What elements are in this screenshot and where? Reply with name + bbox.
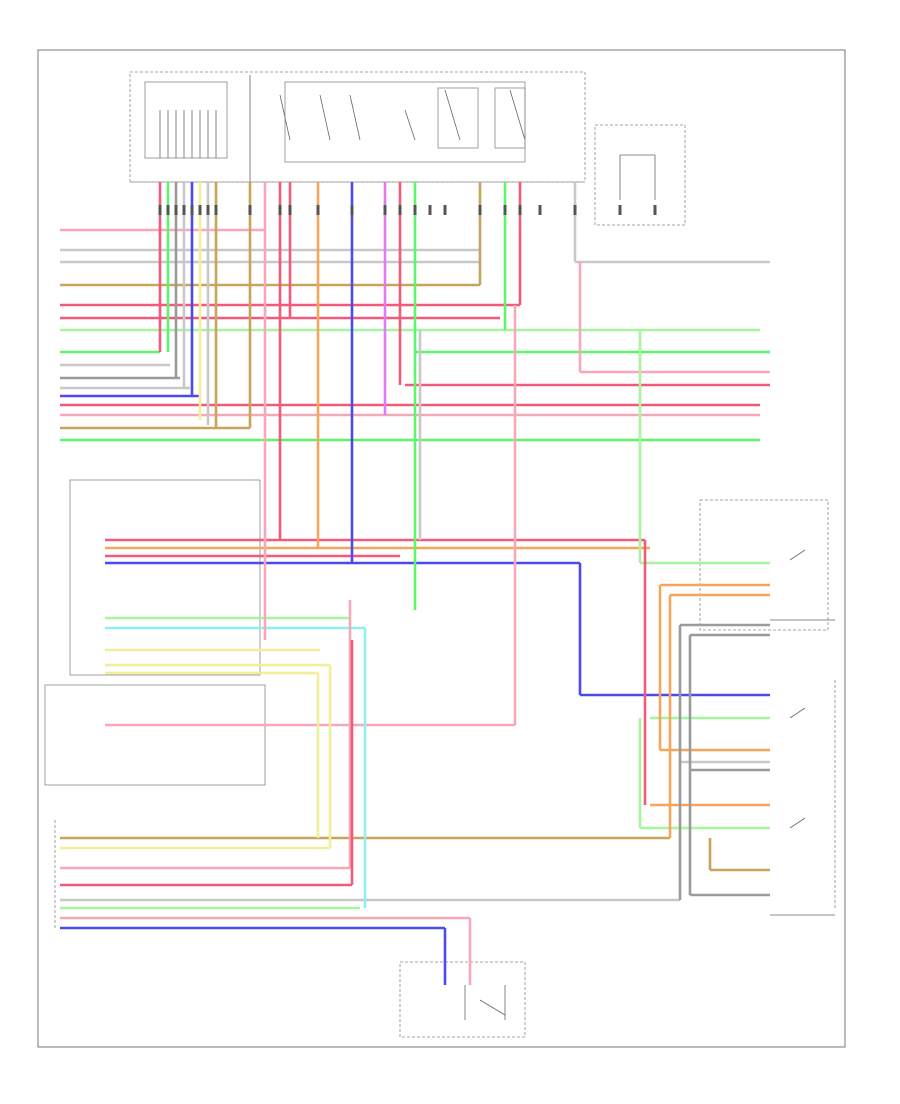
connector-pin-23 [573,205,577,215]
connector-pin-11 [288,205,292,215]
bottom-switch-contacts [464,985,506,1020]
connector-pin-24 [618,205,622,215]
connector-pin-22 [538,205,542,215]
connector-pin-18 [443,205,447,215]
horizontal-wire-group [60,228,770,930]
ecm-connector-box [69,479,261,676]
connector-pin-5 [190,205,194,215]
connector-pin-14 [383,205,387,215]
connector-pin-16 [413,205,417,215]
fuse-relay-block [129,71,686,226]
connector-pin-6 [198,205,202,215]
connector-pin-13 [350,205,354,215]
connector-pin-25 [653,205,657,215]
steering-switch-box [44,684,266,786]
connector-pin-12 [316,205,320,215]
connector-pin-21 [518,205,522,215]
connector-pin-20 [503,205,507,215]
connector-pin-9 [248,205,252,215]
bottom-switch-module [399,961,526,1038]
vertical-wire-group [158,182,712,985]
connector-pin-1 [158,205,162,215]
right-switch-contacts [770,549,835,916]
connector-pin-4 [182,205,186,215]
connector-pin-8 [214,205,218,215]
connector-pin-7 [206,205,210,215]
right-switch-module [699,499,829,631]
connector-pin-2 [166,205,170,215]
diagram-frame [37,49,846,1048]
connector-pin-group [158,205,657,215]
connector-pin-15 [398,205,402,215]
connector-pin-19 [478,205,482,215]
connector-pin-17 [428,205,432,215]
connector-pin-3 [174,205,178,215]
connector-pin-10 [278,205,282,215]
